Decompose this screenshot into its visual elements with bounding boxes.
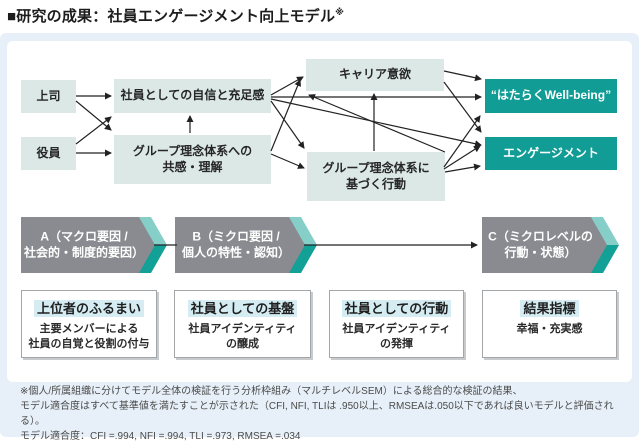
node-wellbeing: “はたらくWell-being”	[485, 79, 617, 113]
arrow-action-to-career-diagonal	[308, 94, 446, 153]
band-b-chevron-body	[175, 217, 305, 273]
card-4-title: 結果指標	[483, 298, 616, 317]
card-2-line2: の醸成	[226, 337, 259, 350]
arrow-career-to-engagement	[443, 81, 482, 133]
card-employee-action: 社員としての行動 社員アイデンティティ の発揮	[329, 290, 464, 358]
arrow-boss-to-empathy	[75, 100, 112, 131]
node-boss: 上司	[21, 80, 76, 113]
arrow-empathy-to-action	[270, 153, 305, 169]
band-a-line2: 社会的・制度的要因）	[23, 245, 144, 259]
band-c-chevron-body	[482, 217, 607, 273]
card-1-line1: 主要メンバーによる	[39, 323, 139, 335]
model-diagram-panel: 上司 役員 社員としての自信と充足感 グループ理念体系への 共感・理解 キャリア…	[7, 41, 632, 382]
node-empathy-line2: 共感・理解	[162, 159, 223, 174]
footnote-line2: モデル適合度はすべて基準値を満たすことが示された（CFI, NFI, TLIは …	[20, 401, 614, 427]
band-b-line1: B（ミクロ要因 /	[192, 229, 280, 244]
band-c-line2: 行動・状態）	[504, 245, 577, 259]
card-1-body: 主要メンバーによる 社員の自覚と役割の付与	[22, 322, 156, 352]
node-philosophy-action: グループ理念体系に 基づく行動	[307, 152, 445, 201]
figure-background: 上司 役員 社員としての自信と充足感 グループ理念体系への 共感・理解 キャリア…	[0, 33, 639, 442]
node-executive-label: 役員	[36, 145, 61, 160]
node-empathy-label: グループ理念体系への 共感・理解	[133, 144, 252, 175]
node-career-motivation: キャリア意欲	[306, 59, 444, 91]
card-employee-foundation: 社員としての基盤 社員アイデンティティ の醸成	[174, 290, 311, 358]
arrow-exec-to-confidence	[75, 116, 112, 145]
card-3-title: 社員としての行動	[330, 298, 463, 317]
card-3-line1: 社員アイデンティティ	[342, 323, 451, 335]
band-b-line2: 個人の特性・認知）	[181, 245, 290, 259]
node-confidence-label: 社員としての自信と充足感	[120, 88, 265, 103]
card-2-title: 社員としての基盤	[175, 298, 310, 317]
band-b-micro-factors: B（ミクロ要因 / 個人の特性・認知）	[175, 217, 317, 273]
page-title: ■研究の成果：社員エンゲージメント向上モデル※	[7, 5, 344, 26]
card-superior-behavior: 上位者のふるまい 主要メンバーによる 社員の自覚と役割の付与	[21, 290, 157, 358]
footnote-mark: ※	[335, 7, 345, 17]
card-3-title-text: 社員としての行動	[341, 300, 452, 317]
band-a-line1: A（マクロ要因 /	[40, 229, 128, 244]
band-a-label: A（マクロ要因 / 社会的・制度的要因）	[21, 229, 147, 260]
card-2-line1: 社員アイデンティティ	[188, 323, 297, 335]
node-executive: 役員	[21, 137, 76, 170]
card-4-title-text: 結果指標	[520, 300, 579, 317]
page-title-text: ■研究の成果：社員エンゲージメント向上モデル	[7, 8, 336, 25]
card-1-line2: 社員の自覚と役割の付与	[28, 337, 150, 350]
node-career-label: キャリア意欲	[338, 67, 411, 82]
node-empathy: グループ理念体系への 共感・理解	[114, 135, 271, 184]
band-c-label: C（ミクロレベルの 行動・状態）	[482, 229, 599, 260]
node-boss-label: 上司	[36, 88, 61, 103]
band-c-line1: C（ミクロレベルの	[488, 229, 593, 244]
arrow-empathy-to-career	[270, 79, 301, 152]
arrow-career-to-wellbeing	[443, 70, 482, 82]
arrow-action-to-engagement-upper	[443, 145, 481, 170]
card-3-body: 社員アイデンティティ の発揮	[330, 322, 463, 352]
card-outcome-indicators: 結果指標 幸福・充実感	[482, 290, 617, 358]
band-c-micro-level: C（ミクロレベルの 行動・状態）	[482, 217, 619, 273]
card-4-body: 幸福・充実感	[483, 322, 616, 337]
arrow-action-to-wellbeing	[443, 115, 481, 168]
arrow-confidence-to-action	[270, 100, 305, 149]
card-4-line1: 幸福・充実感	[516, 323, 583, 335]
arrow-confidence-to-career	[270, 76, 304, 96]
card-2-title-text: 社員としての基盤	[187, 300, 298, 317]
card-3-line2: の発揮	[380, 337, 413, 350]
arrow-action-to-engagement-lower	[444, 163, 481, 173]
card-1-title: 上位者のふるまい	[22, 298, 156, 317]
node-wellbeing-label: “はたらくWell-being”	[490, 88, 612, 103]
node-engagement: エンゲージメント	[485, 137, 617, 170]
node-action-line2: 基づく行動	[345, 176, 406, 191]
node-action-label: グループ理念体系に 基づく行動	[322, 161, 429, 192]
card-2-body: 社員アイデンティティ の醸成	[175, 322, 310, 352]
footnotes: ※個人/所属組織に分けてモデル全体の検証を行う分析枠組み（マルチレベルSEM）に…	[20, 384, 620, 444]
band-a-chevron-body	[21, 217, 155, 273]
band-b-label: B（ミクロ要因 / 個人の特性・認知）	[175, 229, 297, 260]
arrow-confidence-to-engagement	[270, 98, 482, 148]
band-a-macro-factors: A（マクロ要因 / 社会的・制度的要因）	[21, 217, 167, 273]
footnote-line1: ※個人/所属組織に分けてモデル全体の検証を行う分析枠組み（マルチレベルSEM）に…	[20, 386, 523, 397]
card-1-title-text: 上位者のふるまい	[33, 300, 144, 317]
node-empathy-line1: グループ理念体系への	[132, 143, 253, 158]
node-engagement-label: エンゲージメント	[503, 145, 599, 160]
node-action-line1: グループ理念体系に	[322, 160, 430, 175]
node-confidence: 社員としての自信と充足感	[114, 79, 271, 113]
